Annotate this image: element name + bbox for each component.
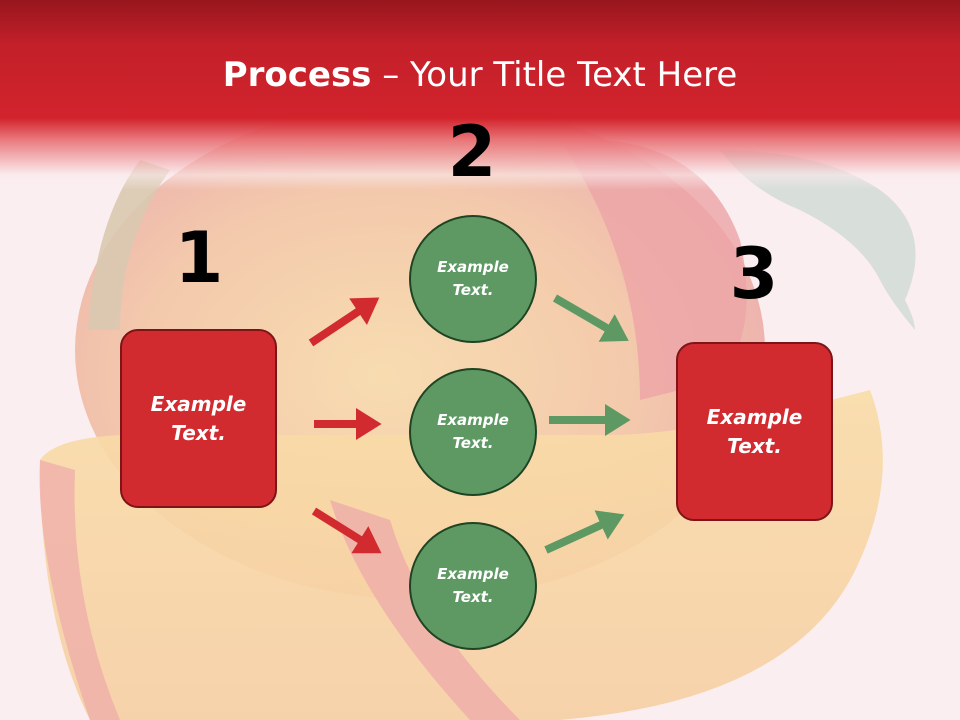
process-circle-3-line2: Text. [452,588,494,606]
process-circle-2-line2: Text. [452,434,494,452]
process-box-end-text: Example Text. [707,403,803,461]
step-number-2: 2 [447,111,497,193]
process-box-start-line2: Text. [171,420,226,445]
arrow-box1-to-circle1 [308,297,380,347]
arrow-circle1-to-box3 [552,294,629,342]
step-number-3: 3 [729,233,779,315]
process-circle-3-line1: Example [437,565,509,583]
process-circle-2: Example Text. [409,368,537,496]
process-box-end: Example Text. [676,342,833,521]
process-box-end-line1: Example [706,404,803,429]
step-number-1: 1 [174,217,224,299]
process-circle-1: Example Text. [409,215,537,343]
title-rest: – Your Title Text Here [371,55,738,95]
process-circle-1-line1: Example [437,258,509,276]
process-circle-2-line1: Example [437,411,509,429]
arrow-box1-to-circle3 [311,507,382,554]
process-box-start-text: Example Text. [151,390,247,448]
process-circle-3: Example Text. [409,522,537,650]
arrow-circle3-to-box3 [544,510,625,554]
process-circle-1-line2: Text. [452,281,494,299]
process-box-start-line1: Example [150,391,247,416]
process-box-end-line2: Text. [727,433,782,458]
slide-title: Process – Your Title Text Here [0,52,960,98]
title-bar [0,0,960,190]
title-bold: Process [222,55,372,95]
process-box-start: Example Text. [120,329,277,508]
